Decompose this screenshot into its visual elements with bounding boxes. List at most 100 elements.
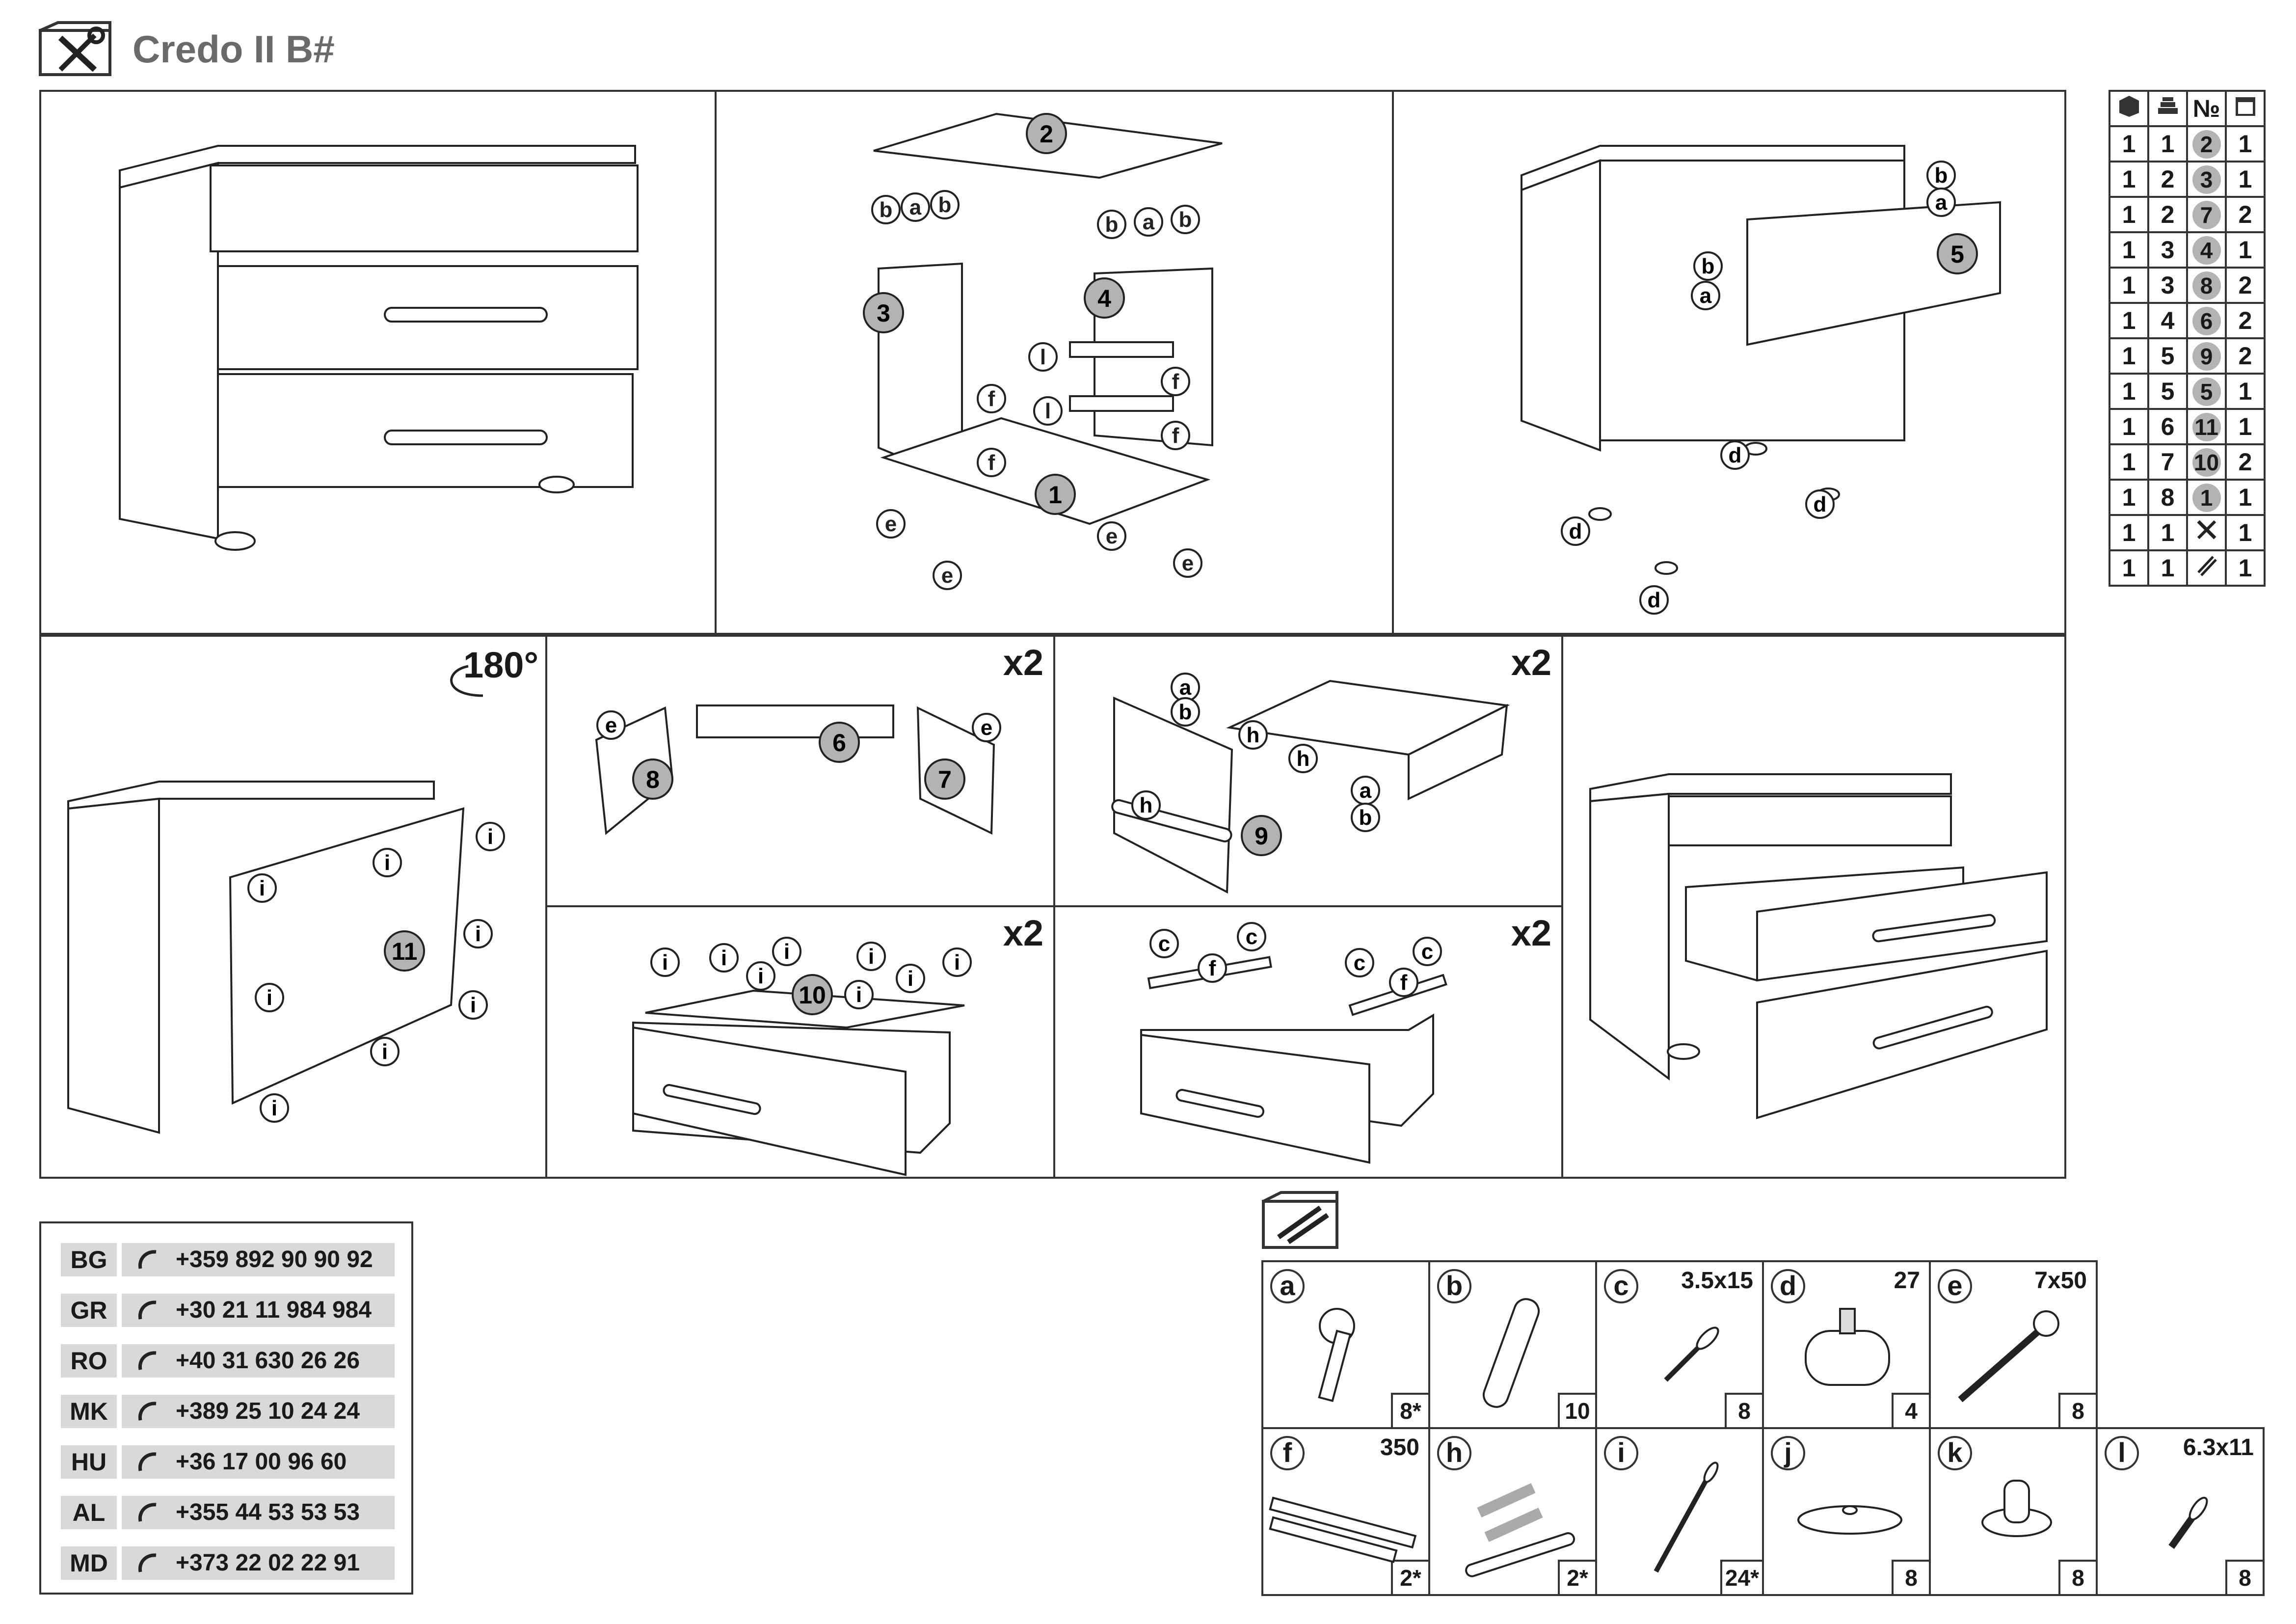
- svg-text:i: i: [954, 950, 960, 974]
- svg-text:c: c: [1158, 932, 1170, 956]
- svg-text:f: f: [988, 451, 995, 475]
- svg-text:5: 5: [1950, 241, 1964, 268]
- svg-text:d: d: [1569, 519, 1582, 543]
- svg-text:i: i: [908, 967, 913, 991]
- finished-cabinet-illustration: [1589, 773, 2048, 1119]
- screw-icon: [1664, 1326, 1719, 1382]
- phone-icon: [138, 1503, 157, 1522]
- svg-text:10: 10: [799, 981, 826, 1009]
- contact-row: MK+389 25 10 24 24: [61, 1395, 395, 1428]
- svg-text:i: i: [470, 993, 476, 1017]
- tools-icon: [2186, 514, 2227, 551]
- svg-text:i: i: [784, 940, 790, 964]
- svg-text:b: b: [1935, 163, 1948, 188]
- svg-text:f: f: [1172, 370, 1179, 394]
- shelf-support-icon: [1981, 1480, 2052, 1537]
- svg-text:e: e: [981, 716, 992, 740]
- svg-text:i: i: [267, 986, 272, 1010]
- number-header: №: [2186, 90, 2227, 127]
- rotate-180-label: 180°: [463, 645, 539, 685]
- calendar-icon: [2225, 90, 2266, 127]
- cam-lock-icon: [1318, 1308, 1355, 1402]
- svg-text:h: h: [1247, 723, 1260, 747]
- drawer-box-illustration: 9 ab hhh ab: [1111, 673, 1510, 894]
- svg-text:i: i: [382, 1040, 388, 1064]
- stack-icon: [2147, 90, 2188, 127]
- svg-text:b: b: [1179, 208, 1192, 232]
- svg-text:4: 4: [1097, 285, 1111, 312]
- svg-text:e: e: [885, 512, 897, 536]
- box-icon: [2109, 90, 2149, 127]
- svg-text:a: a: [1179, 676, 1192, 700]
- svg-text:h: h: [1297, 747, 1310, 771]
- svg-text:i: i: [475, 922, 481, 946]
- svg-text:l: l: [1045, 399, 1051, 423]
- svg-text:11: 11: [392, 938, 418, 965]
- svg-text:c: c: [1246, 925, 1257, 949]
- svg-text:i: i: [384, 851, 390, 875]
- svg-text:d: d: [1648, 588, 1661, 612]
- svg-text:b: b: [938, 193, 952, 217]
- phone-icon: [138, 1250, 157, 1269]
- glide-disc-icon: [1797, 1505, 1902, 1535]
- sticks-icon: [2186, 549, 2227, 587]
- svg-text:f: f: [1400, 971, 1408, 995]
- svg-text:a: a: [1143, 210, 1155, 234]
- confirmat-screw-icon: [1958, 1310, 2059, 1403]
- svg-text:b: b: [1179, 700, 1192, 724]
- rotate-arrow-icon: [450, 665, 483, 697]
- short-screw-icon: [2168, 1496, 2208, 1549]
- contact-row: HU+36 17 00 96 60: [61, 1445, 395, 1479]
- svg-text:7: 7: [938, 766, 952, 793]
- svg-text:f: f: [988, 387, 995, 411]
- svg-text:i: i: [856, 983, 862, 1007]
- svg-text:b: b: [1105, 213, 1119, 237]
- nail-icon: [1654, 1462, 1719, 1573]
- multiplier-x2: x2: [1003, 913, 1043, 953]
- back-panel-illustration: 11 iii iii ii: [67, 665, 505, 1134]
- multiplier-x2: x2: [1511, 642, 1551, 683]
- drawer-runner-icon: [1269, 1496, 1417, 1563]
- svg-text:e: e: [941, 564, 953, 588]
- svg-text:f: f: [1209, 956, 1216, 980]
- svg-text:d: d: [1814, 492, 1827, 516]
- handle-icon: [1465, 1483, 1575, 1577]
- svg-text:i: i: [868, 945, 874, 969]
- svg-text:d: d: [1729, 443, 1742, 467]
- phone-icon: [138, 1452, 157, 1471]
- phone-icon: [138, 1300, 157, 1320]
- contact-row: BG+359 892 90 90 92: [61, 1243, 395, 1276]
- svg-text:l: l: [1040, 345, 1046, 369]
- phone-icon: [138, 1553, 157, 1572]
- svg-text:i: i: [487, 825, 493, 849]
- contact-row: GR+30 21 11 984 984: [61, 1294, 395, 1327]
- svg-text:3: 3: [877, 299, 890, 327]
- contact-row: AL+355 44 53 53 53: [61, 1496, 395, 1529]
- multiplier-x2: x2: [1003, 642, 1043, 683]
- multiplier-x2: x2: [1511, 913, 1551, 953]
- svg-text:e: e: [605, 713, 617, 737]
- page-title: Credo II B#: [133, 27, 335, 71]
- dowel-icon: [1482, 1298, 1540, 1408]
- svg-text:1: 1: [1048, 481, 1062, 509]
